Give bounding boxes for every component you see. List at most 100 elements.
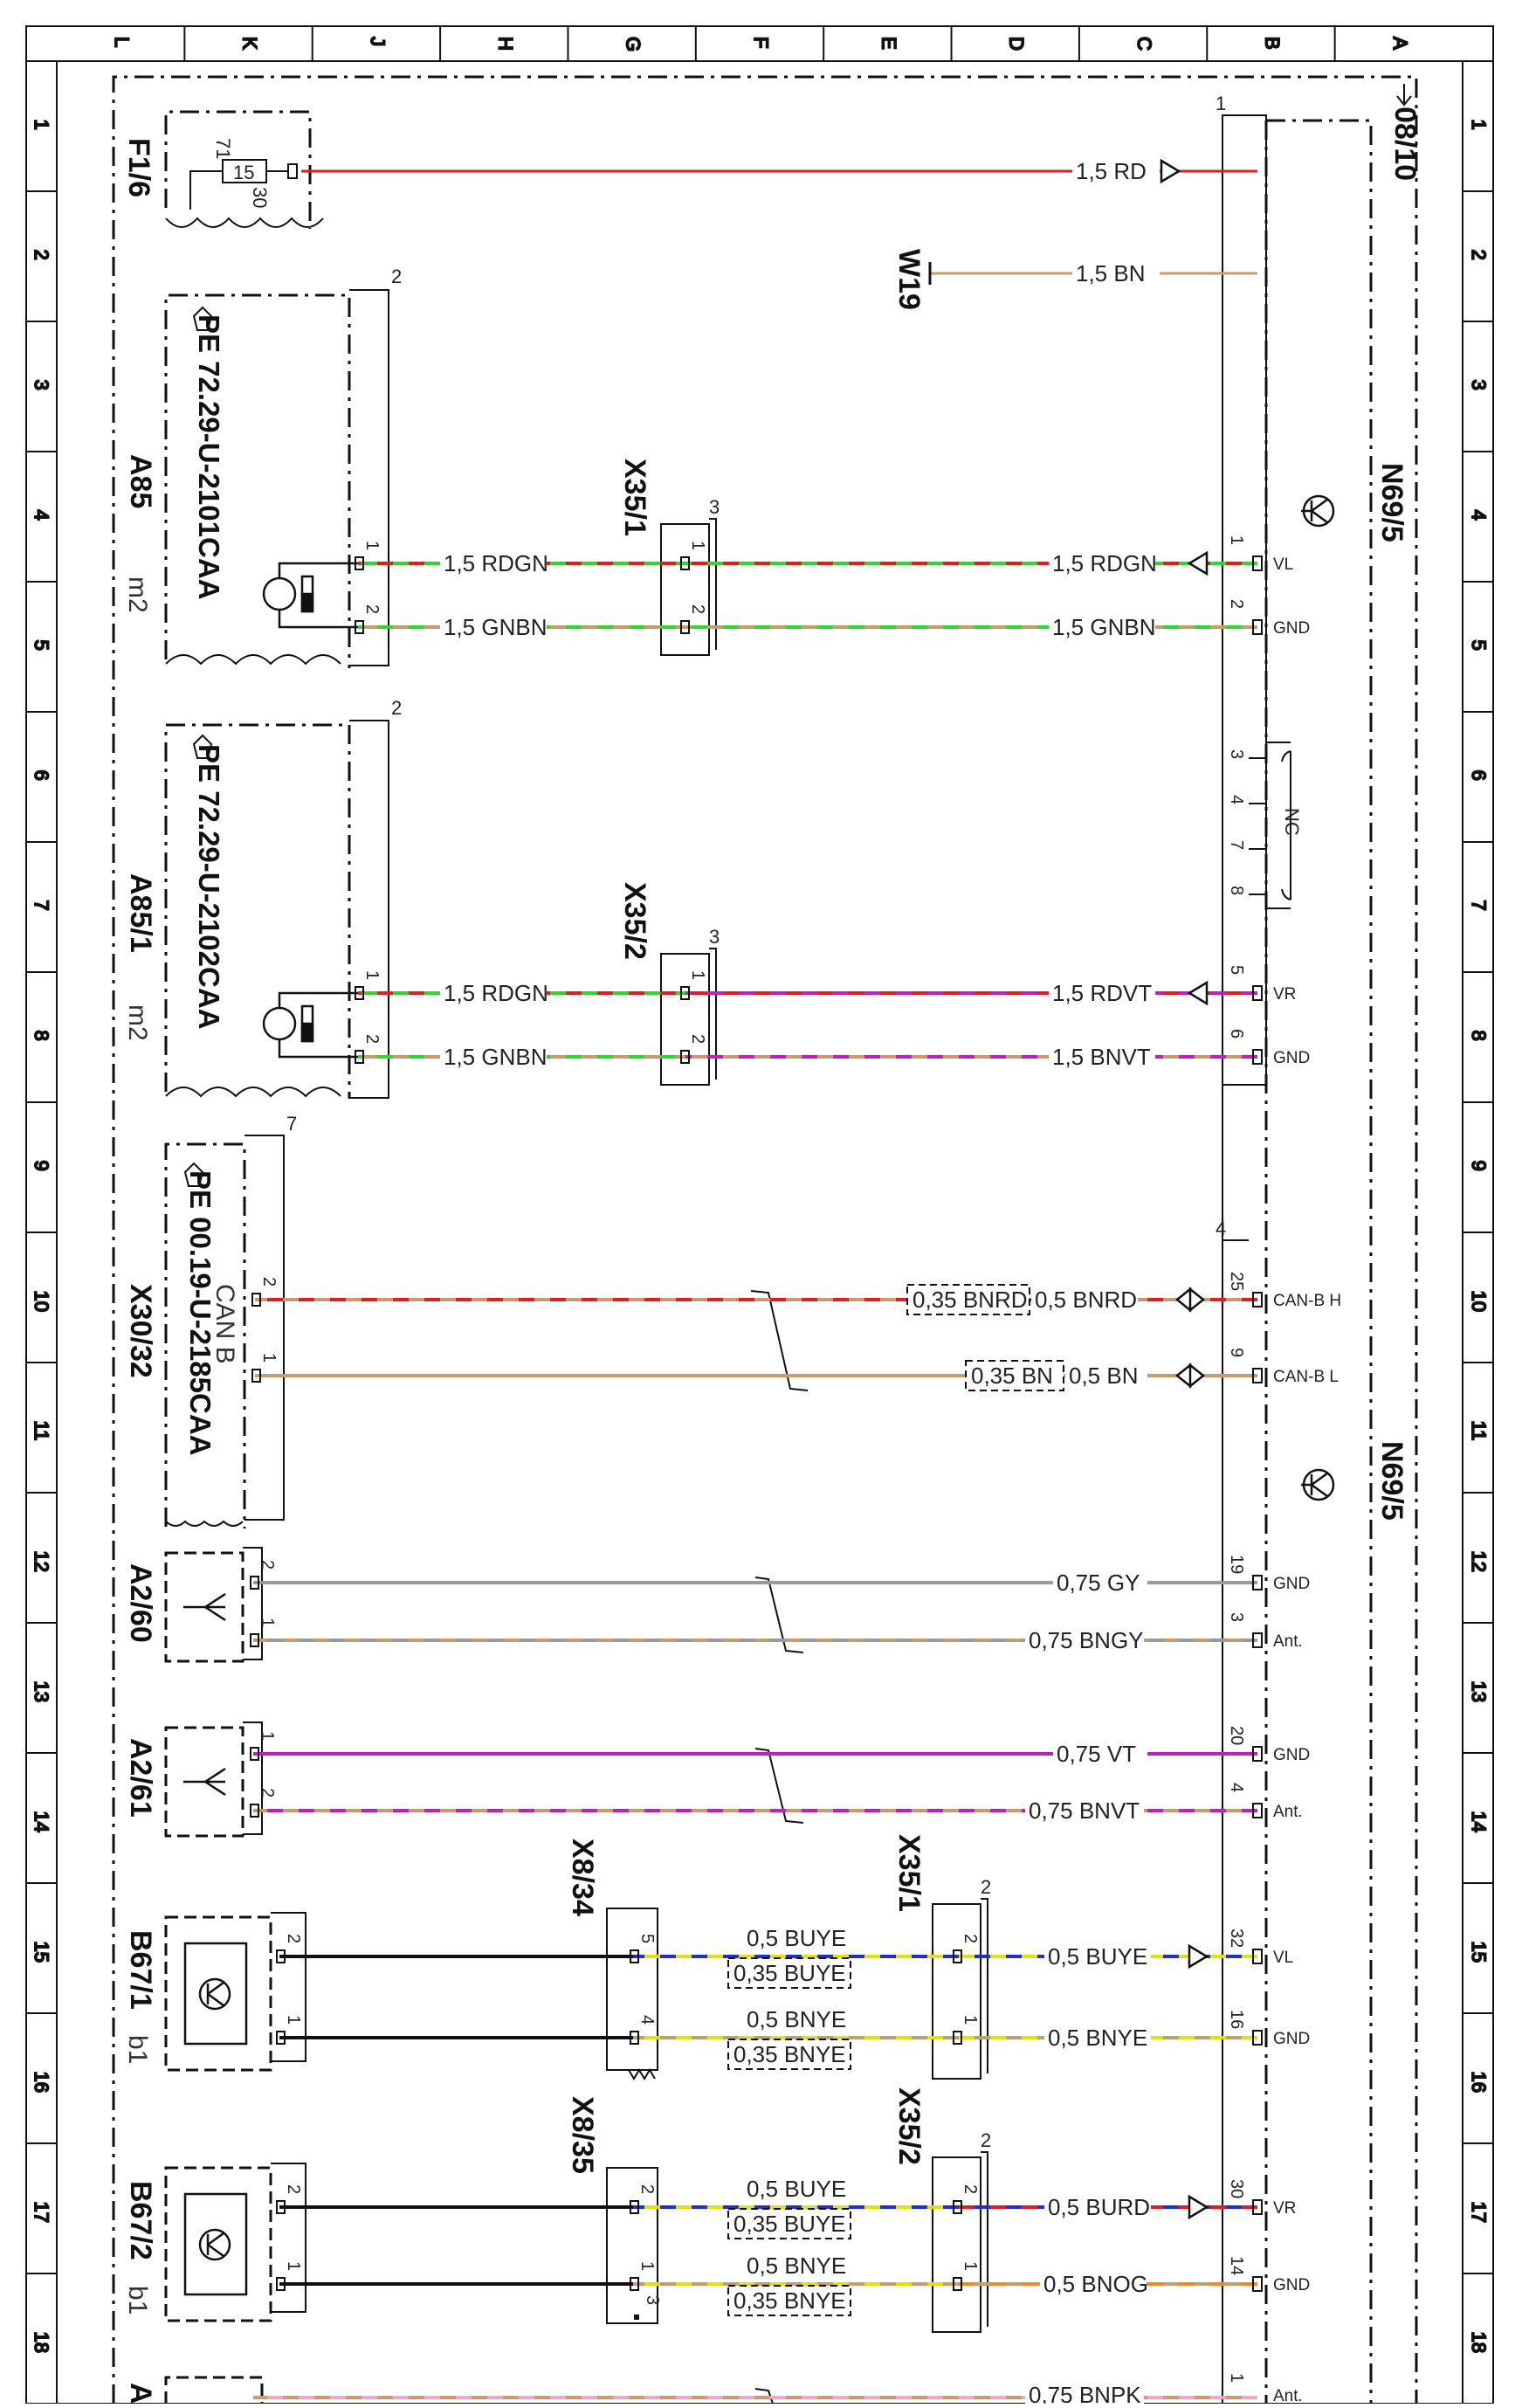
unit-pin-signal: GND: [1273, 2276, 1310, 2294]
x30-32-box-no: 7: [286, 1113, 297, 1135]
wire-antenna: 0,75 GY 2: [250, 1560, 1257, 1596]
wire-spec: 0,5 BNOG: [1043, 2271, 1148, 2297]
a85-box-no: 2: [391, 266, 402, 287]
x30-32-component: 7 PE 00.19-U-2185CAA CAN B X30/32: [124, 1113, 297, 1528]
x35-1-top-connector: 3 X35/1: [618, 459, 720, 656]
x35-2-bot-box-no: 2: [981, 2129, 991, 2151]
row-label: 4: [1468, 510, 1490, 521]
component-pin-number: 2: [284, 1934, 303, 1943]
transistor-icon: [1301, 1468, 1335, 1501]
n69-5-unit: 1 4 08/10 N69/5 N69/5 NC: [1216, 84, 1422, 2404]
unit-pin-number: 14: [1227, 2256, 1246, 2275]
row-label: 18: [1468, 2332, 1490, 2353]
unit-pin-signal: Ant.: [1273, 1632, 1303, 1651]
row-label: 15: [31, 1942, 52, 1963]
wire-spec: 0,75 GY: [1057, 1570, 1140, 1596]
a85-1-label: A85/1: [124, 873, 157, 953]
unit-pin-number: 32: [1227, 1928, 1246, 1948]
row-label: 13: [1468, 1681, 1490, 1702]
column-label: B: [1261, 37, 1283, 50]
n69-label-mid: N69/5: [1375, 1441, 1408, 1521]
x35-2-top-label: X35/2: [618, 882, 651, 960]
a-cut-component: A: [124, 2376, 264, 2405]
row-label: 9: [1468, 1161, 1490, 1171]
n69-label-top: N69/5: [1375, 463, 1408, 542]
bidirectional-arrow-icon: [1174, 1287, 1206, 1313]
hand-icon: [192, 306, 213, 331]
x30-32-label: X30/32: [124, 1284, 157, 1378]
wire-spec: 0,75 BNVT: [1029, 1797, 1140, 1824]
component-pin-number: 2: [362, 1034, 382, 1044]
n69-box-no-mid: 4: [1216, 1218, 1226, 1239]
row-label: 17: [1468, 2202, 1490, 2223]
wire-spec-alt: 0,35 BNYE: [733, 2041, 846, 2067]
row-label: 14: [31, 1811, 52, 1832]
x8-34-label: X8/34: [566, 1839, 599, 1916]
antenna-icon: [183, 1592, 226, 1622]
w19-label: W19: [892, 249, 926, 310]
row-label: 4: [31, 510, 52, 521]
column-label: C: [1133, 37, 1155, 51]
component-pin-number: 4: [637, 2015, 657, 2025]
b67-1-sub: b1: [123, 2035, 152, 2064]
a85-1-sub: m2: [123, 1004, 152, 1041]
component-pin-number: 2: [259, 1277, 279, 1287]
row-label: 5: [31, 640, 52, 651]
unit-pin-signal: VR: [1273, 985, 1296, 1004]
signal-arrow-icon: [1187, 980, 1209, 1006]
wire-antenna: 0,75 VT1: [250, 1731, 1257, 1767]
row-label: 14: [1468, 1811, 1490, 1832]
motor-icon: [262, 562, 358, 629]
wire-spec: 0,5 BNRD: [1035, 1287, 1137, 1313]
component-pin-number: 2: [258, 1788, 277, 1797]
column-label: H: [494, 37, 516, 51]
unit-pin-number: 16: [1227, 2010, 1246, 2029]
component-pin-number: 1: [688, 970, 707, 980]
unit-pin-number: 3: [1227, 1612, 1246, 1622]
row-label: 18: [31, 2332, 52, 2353]
b67-2-label: B67/2: [124, 2181, 157, 2260]
unit-pin-signal: VR: [1273, 2199, 1296, 2218]
x8-35-label: X8/35: [566, 2096, 599, 2174]
wire-spec: 0,5 BUYE: [1048, 1943, 1147, 1970]
unit-pin-signal: VL: [1273, 555, 1293, 574]
component-pin-number: 2: [258, 1560, 277, 1570]
a85-1-pe: PE 72.29-U-2102CAA: [193, 744, 225, 1030]
unit-pin-number: 4: [1227, 795, 1246, 804]
row-label: 8: [31, 1031, 52, 1041]
x35-1-bot-label: X35/1: [892, 1834, 926, 1912]
unit-pin-number: 2: [1227, 599, 1246, 609]
component-pin-number: 5: [637, 1934, 657, 1943]
f1-6-label: F1/6: [122, 138, 155, 197]
wire-31-ground: 1,5 BN W19: [892, 249, 1257, 310]
unit-pin-number: 5: [1227, 965, 1246, 975]
unit-pin-number: 3: [1227, 749, 1246, 759]
row-label: 6: [1468, 770, 1490, 781]
component-pin-number: 1: [637, 2261, 657, 2271]
signal-arrow-icon: [1188, 2194, 1209, 2220]
wire-spec: 0,75 VT: [1057, 1741, 1136, 1767]
hand-icon: [183, 1162, 204, 1187]
x8-34-connector: X8/34: [566, 1839, 658, 2080]
fuse-value: 15: [233, 162, 254, 183]
n69-box-no-top: 1: [1216, 93, 1226, 114]
transistor-icon: [198, 1977, 231, 2011]
unit-pin-signal: GND: [1273, 1049, 1310, 1067]
b67-2-sensor: B67/2 b1: [123, 2163, 306, 2322]
component-pin-number: 1: [961, 2261, 980, 2271]
motor-icon: [262, 991, 358, 1059]
component-pin-number: 1: [362, 541, 382, 550]
column-label: K: [239, 37, 261, 50]
row-label: 10: [31, 1291, 52, 1312]
